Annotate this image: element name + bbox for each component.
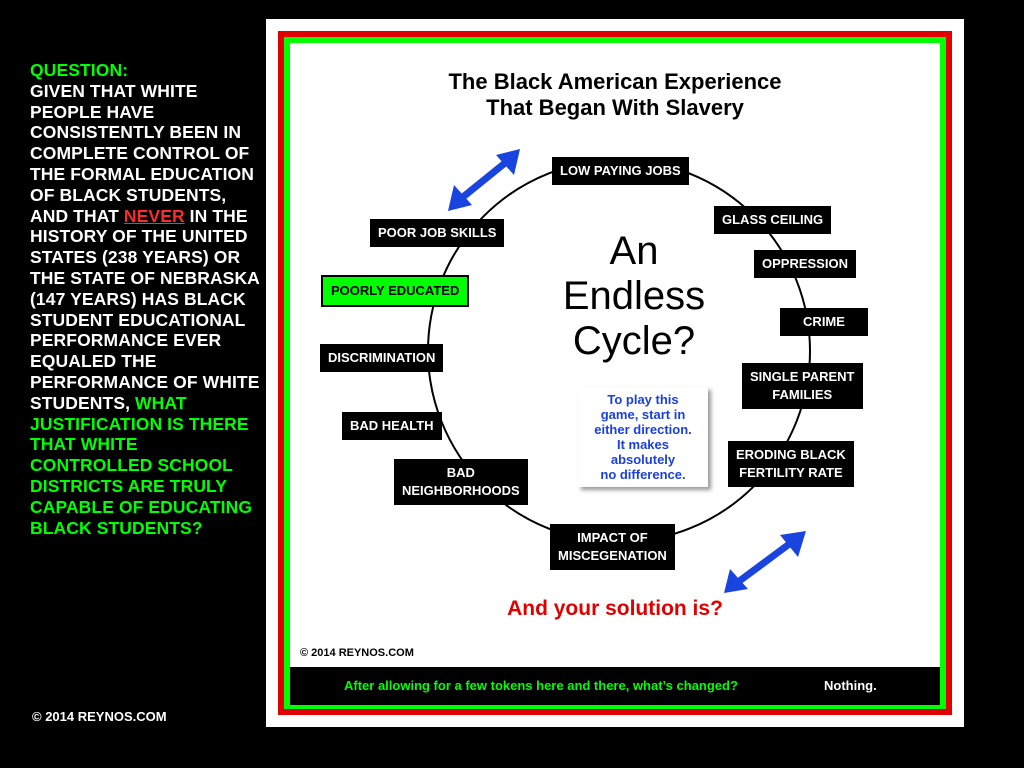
- label-poorly-educated: POORLY EDUCATED: [321, 275, 470, 307]
- bad-neighborhoods-line-1: BAD: [446, 465, 475, 480]
- label-discrimination: DISCRIMINATION: [320, 344, 444, 372]
- title-line-1: The Black American Experience: [448, 69, 782, 94]
- impact-line-1: IMPACT OF: [577, 530, 648, 545]
- note-line-4: It makes: [616, 437, 670, 452]
- label-eroding-fertility: ERODING BLACK FERTILITY RATE: [728, 441, 854, 487]
- label-low-paying-jobs: LOW PAYING JOBS: [552, 157, 689, 185]
- title-line-2: That Began With Slavery: [486, 95, 744, 120]
- eroding-line-2: FERTILITY RATE: [739, 465, 843, 480]
- diagram-title: The Black American Experience That Began…: [290, 69, 940, 121]
- label-bad-health: BAD HEALTH: [342, 412, 442, 440]
- instruction-note: To play this game, start in either direc…: [578, 387, 708, 487]
- solution-prompt: And your solution is?: [507, 597, 723, 620]
- left-copyright: © 2014 REYNOS.COM: [32, 709, 167, 724]
- footer-answer: Nothing.: [824, 678, 877, 693]
- eroding-line-1: ERODING BLACK: [736, 447, 846, 462]
- label-bad-neighborhoods: BAD NEIGHBORHOODS: [394, 459, 528, 505]
- single-parent-line-1: SINGLE PARENT: [750, 369, 855, 384]
- label-impact-of-miscegenation: IMPACT OF MISCEGENATION: [550, 524, 675, 570]
- note-line-5: absolutely: [610, 452, 676, 467]
- note-line-6: no difference.: [600, 467, 686, 482]
- diagram-copyright: © 2014 REYNOS.COM: [300, 647, 414, 659]
- question-text-block: QUESTION: GIVEN THAT WHITE PEOPLE HAVE C…: [30, 60, 260, 538]
- note-line-2: game, start in: [600, 407, 686, 422]
- center-line-3: Cycle?: [572, 319, 696, 363]
- center-line-1: An: [609, 229, 659, 273]
- double-arrow-icon: [724, 531, 806, 593]
- note-line-1: To play this: [607, 392, 679, 407]
- diagram-canvas: The Black American Experience That Began…: [290, 43, 940, 667]
- question-body-part3: WHAT JUSTIFICATION IS THERE THAT WHITE C…: [30, 392, 253, 538]
- footer-question: After allowing for a few tokens here and…: [344, 678, 738, 693]
- never-emphasis: NEVER: [123, 205, 185, 226]
- center-line-2: Endless: [562, 274, 706, 318]
- note-line-3: either direction.: [594, 422, 692, 437]
- center-question: An Endless Cycle?: [534, 229, 734, 364]
- question-body-part1: GIVEN THAT WHITE PEOPLE HAVE CONSISTENTL…: [30, 80, 254, 226]
- label-poor-job-skills: POOR JOB SKILLS: [370, 219, 505, 247]
- diagram-panel: The Black American Experience That Began…: [266, 19, 964, 727]
- double-arrow-icon: [448, 149, 520, 211]
- footer-bar: After allowing for a few tokens here and…: [290, 667, 940, 705]
- impact-line-2: MISCEGENATION: [558, 548, 667, 563]
- question-heading: QUESTION:: [30, 60, 129, 80]
- label-crime: CRIME: [780, 308, 868, 336]
- label-single-parent-families: SINGLE PARENT FAMILIES: [742, 363, 863, 409]
- bad-neighborhoods-line-2: NEIGHBORHOODS: [402, 483, 520, 498]
- label-glass-ceiling: GLASS CEILING: [714, 206, 832, 234]
- label-oppression: OPPRESSION: [754, 250, 856, 278]
- single-parent-line-2: FAMILIES: [772, 387, 833, 402]
- question-body-part2: IN THE HISTORY OF THE UNITED STATES (238…: [30, 205, 260, 413]
